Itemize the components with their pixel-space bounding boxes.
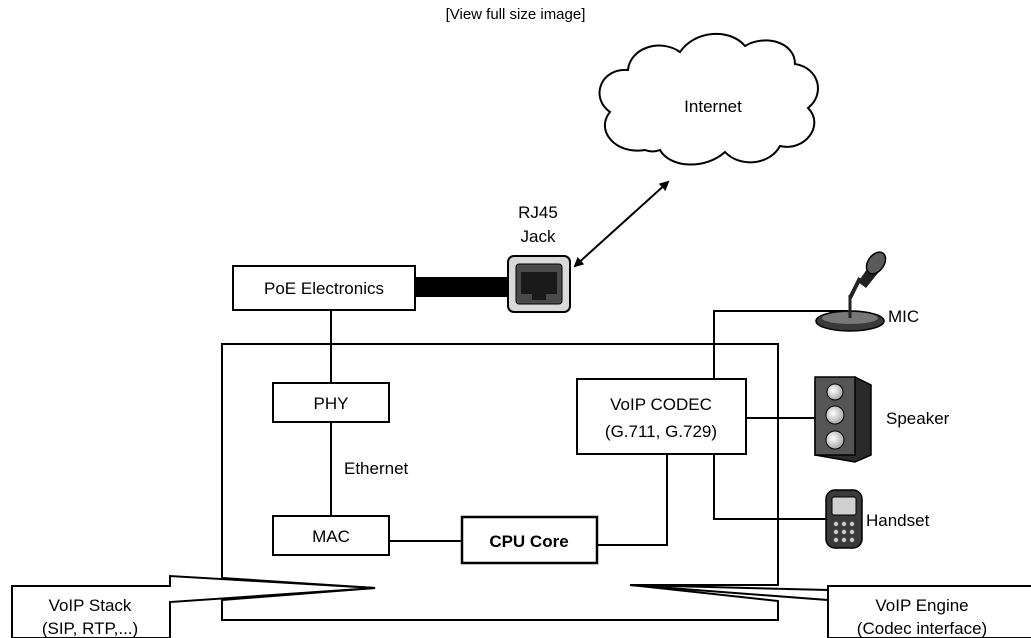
speaker-label: Speaker xyxy=(886,409,950,428)
link-suffix: ] xyxy=(581,6,586,23)
connection-lines xyxy=(330,310,848,546)
codec-label-line2: (G.711, G.729) xyxy=(605,422,717,441)
cpu-core-box: CPU Core xyxy=(460,515,599,565)
voip-stack-callout: VoIP Stack (SIP, RTP,...) xyxy=(11,574,376,638)
phy-label: PHY xyxy=(314,394,349,413)
handset-label: Handset xyxy=(866,511,930,530)
poe-electronics-box: PoE Electronics xyxy=(232,265,416,311)
voip-stack-line2: (SIP, RTP,...) xyxy=(42,619,138,638)
internet-rj45-arrow xyxy=(573,180,670,268)
view-full-size-link[interactable]: [View full size image] xyxy=(0,6,1031,23)
microphone-icon xyxy=(815,251,887,332)
speaker-icon xyxy=(814,376,872,463)
mac-label: MAC xyxy=(312,527,350,546)
internet-cloud: Internet xyxy=(598,33,819,166)
rj45-label-line1: RJ45 xyxy=(518,203,558,222)
mac-box: MAC xyxy=(272,515,390,556)
mic-label: MIC xyxy=(888,307,919,326)
ethernet-cable xyxy=(415,277,509,297)
phy-box: PHY xyxy=(272,382,390,423)
voip-codec-box: VoIP CODEC (G.711, G.729) xyxy=(576,378,747,455)
codec-label-line1: VoIP CODEC xyxy=(610,395,712,414)
link-text[interactable]: View full size image xyxy=(449,6,582,23)
rj45-label-line2: Jack xyxy=(521,227,556,246)
voip-engine-line1: VoIP Engine xyxy=(875,596,968,615)
handset-icon xyxy=(825,489,863,549)
voip-stack-line1: VoIP Stack xyxy=(49,596,132,615)
cpu-core-label: CPU Core xyxy=(489,532,568,551)
voip-engine-callout: VoIP Engine (Codec interface) xyxy=(629,584,1031,638)
rj45-jack-icon xyxy=(507,255,571,313)
voip-engine-line2: (Codec interface) xyxy=(857,619,987,638)
internet-label: Internet xyxy=(684,97,742,116)
link-prefix: [ xyxy=(445,6,450,23)
poe-label: PoE Electronics xyxy=(264,279,384,298)
ethernet-label: Ethernet xyxy=(344,459,409,478)
